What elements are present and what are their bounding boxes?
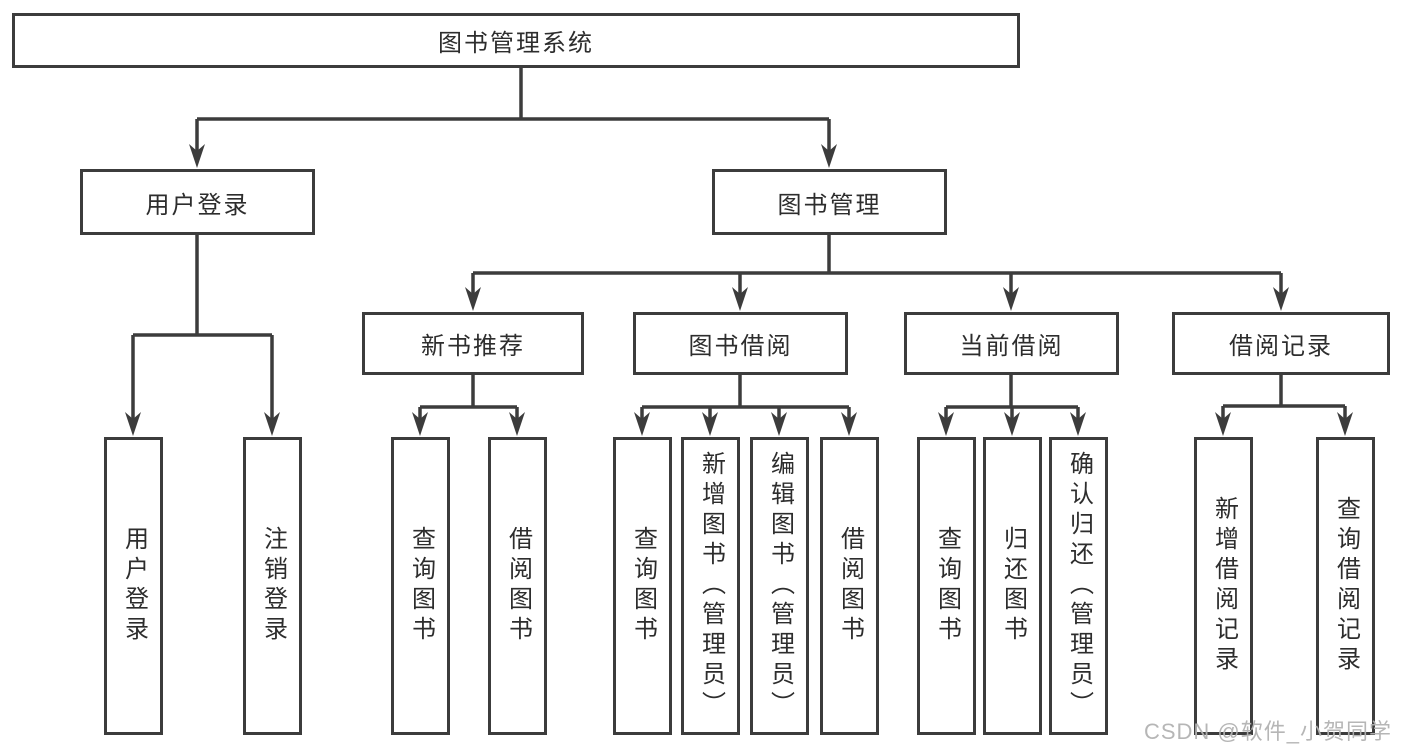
node-root-system: 图书管理系统 [12, 13, 1020, 68]
leaf-return-books: 归还图书 [983, 437, 1042, 735]
leaf-add-books-admin: 新增图书（管理员） [681, 437, 740, 735]
leaf-user-login: 用户登录 [104, 437, 163, 735]
leaf-confirm-return-admin: 确认归还（管理员） [1049, 437, 1108, 735]
node-book-management-branch: 图书管理 [712, 169, 947, 235]
leaf-query-books: 查询图书 [613, 437, 672, 735]
leaf-query-books-current: 查询图书 [917, 437, 976, 735]
node-user-login-branch: 用户登录 [80, 169, 315, 235]
leaf-query-borrow-record: 查询借阅记录 [1316, 437, 1375, 735]
leaf-edit-books-admin: 编辑图书（管理员） [750, 437, 809, 735]
leaf-borrow-books-recommend: 借阅图书 [488, 437, 547, 735]
leaf-add-borrow-record: 新增借阅记录 [1194, 437, 1253, 735]
node-current-borrow: 当前借阅 [904, 312, 1119, 375]
leaf-borrow-books: 借阅图书 [820, 437, 879, 735]
node-book-borrow: 图书借阅 [633, 312, 848, 375]
node-borrow-records: 借阅记录 [1172, 312, 1390, 375]
leaf-logout: 注销登录 [243, 437, 302, 735]
csdn-watermark: CSDN @软件_小贺同学 [1143, 719, 1392, 744]
node-new-book-recommend: 新书推荐 [362, 312, 584, 375]
leaf-query-books-recommend: 查询图书 [391, 437, 450, 735]
